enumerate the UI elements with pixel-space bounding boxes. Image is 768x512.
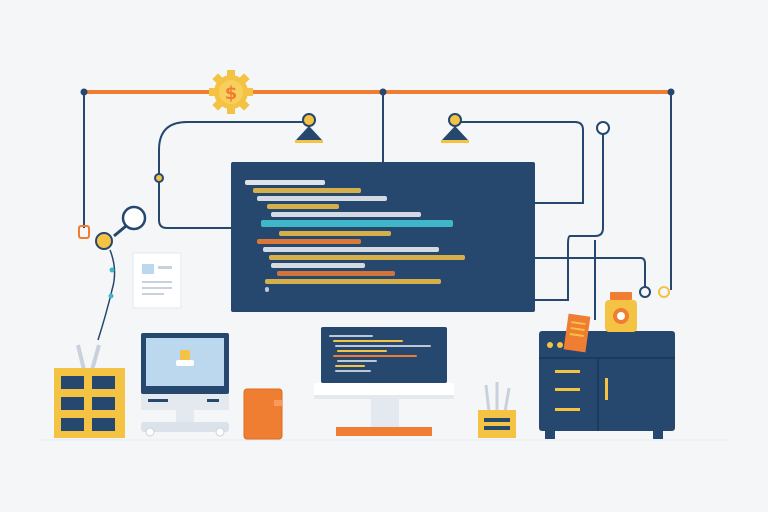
code-line [269,255,465,260]
code-line-highlighted [261,220,453,227]
desktop-computer [141,333,229,437]
document-card [132,252,182,309]
code-line [265,279,441,284]
code-line [335,365,365,367]
monitor-stand [314,383,454,436]
code-line [335,370,371,372]
code-line [277,271,395,276]
code-line [271,263,365,268]
ceiling-lamp-icon [295,113,323,143]
gear-dollar-icon: $ [209,70,253,114]
hook-right [658,286,670,298]
code-line [257,196,387,201]
code-line [279,231,391,236]
code-line [333,355,417,357]
code-line [257,239,361,244]
code-line [271,212,421,217]
pendant-icon [95,232,116,341]
magnifier-icon [113,205,147,238]
code-line [333,340,403,342]
code-editor-panel [231,162,535,312]
code-line [335,345,431,347]
code-line [263,247,439,252]
ceiling-lamp-icon [441,113,469,143]
code-line [265,287,269,292]
pencil-cup [478,382,516,438]
code-line [245,180,325,185]
code-line [337,350,387,352]
plug-left [78,225,90,239]
code-line [253,188,361,193]
storage-crate [54,344,125,438]
code-line [337,360,377,362]
monitor-screen [321,327,447,383]
dollar-symbol: $ [225,83,238,104]
cabinet [539,292,675,439]
folder-icon [243,388,283,440]
code-line [267,204,339,209]
code-line [329,335,373,337]
